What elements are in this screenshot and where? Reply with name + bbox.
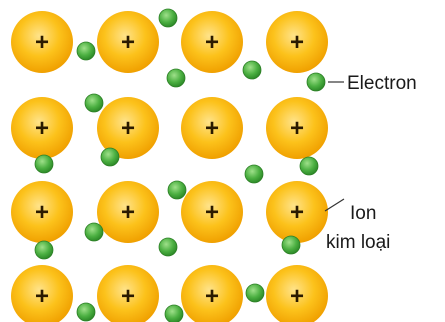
ion: + bbox=[181, 11, 243, 73]
ion-plus-sign: + bbox=[290, 199, 304, 226]
electron bbox=[246, 284, 264, 302]
ion: + bbox=[11, 265, 73, 322]
electron bbox=[168, 181, 186, 199]
ion-plus-sign: + bbox=[35, 115, 49, 142]
electron bbox=[300, 157, 318, 175]
ion: + bbox=[266, 265, 328, 322]
electron bbox=[101, 148, 119, 166]
ion: + bbox=[181, 97, 243, 159]
electron bbox=[159, 9, 177, 27]
ion: + bbox=[266, 97, 328, 159]
ion-plus-sign: + bbox=[205, 29, 219, 56]
ion: + bbox=[11, 97, 73, 159]
electron bbox=[282, 236, 300, 254]
ion-plus-sign: + bbox=[121, 115, 135, 142]
ion-label-line2: kim loại bbox=[326, 232, 390, 253]
ion-plus-sign: + bbox=[121, 283, 135, 310]
ion: + bbox=[181, 181, 243, 243]
ion-plus-sign: + bbox=[35, 283, 49, 310]
electron bbox=[159, 238, 177, 256]
ion: + bbox=[11, 11, 73, 73]
electron bbox=[245, 165, 263, 183]
ion-plus-sign: + bbox=[290, 283, 304, 310]
electron bbox=[35, 155, 53, 173]
ion-plus-sign: + bbox=[35, 199, 49, 226]
ion: + bbox=[266, 11, 328, 73]
ion: + bbox=[97, 265, 159, 322]
electron bbox=[77, 303, 95, 321]
ion-plus-sign: + bbox=[205, 199, 219, 226]
ion: + bbox=[97, 181, 159, 243]
electron bbox=[35, 241, 53, 259]
electron bbox=[243, 61, 261, 79]
ion-group: + + + + + + + + + + + + + + + + bbox=[11, 11, 328, 322]
ion: + bbox=[97, 11, 159, 73]
electron bbox=[165, 305, 183, 322]
ion: + bbox=[11, 181, 73, 243]
ion-plus-sign: + bbox=[121, 199, 135, 226]
electron-label: Electron bbox=[347, 73, 417, 94]
electron bbox=[167, 69, 185, 87]
ion-plus-sign: + bbox=[121, 29, 135, 56]
ion-plus-sign: + bbox=[205, 283, 219, 310]
electron bbox=[307, 73, 325, 91]
electron bbox=[85, 223, 103, 241]
ion-plus-sign: + bbox=[35, 29, 49, 56]
ion-plus-sign: + bbox=[290, 29, 304, 56]
ion: + bbox=[181, 265, 243, 322]
electron bbox=[85, 94, 103, 112]
ion-plus-sign: + bbox=[290, 115, 304, 142]
ion: + bbox=[266, 181, 328, 243]
ion-label-line1: Ion bbox=[350, 203, 376, 224]
ion-plus-sign: + bbox=[205, 115, 219, 142]
electron bbox=[77, 42, 95, 60]
ion-leader-line bbox=[325, 199, 344, 211]
